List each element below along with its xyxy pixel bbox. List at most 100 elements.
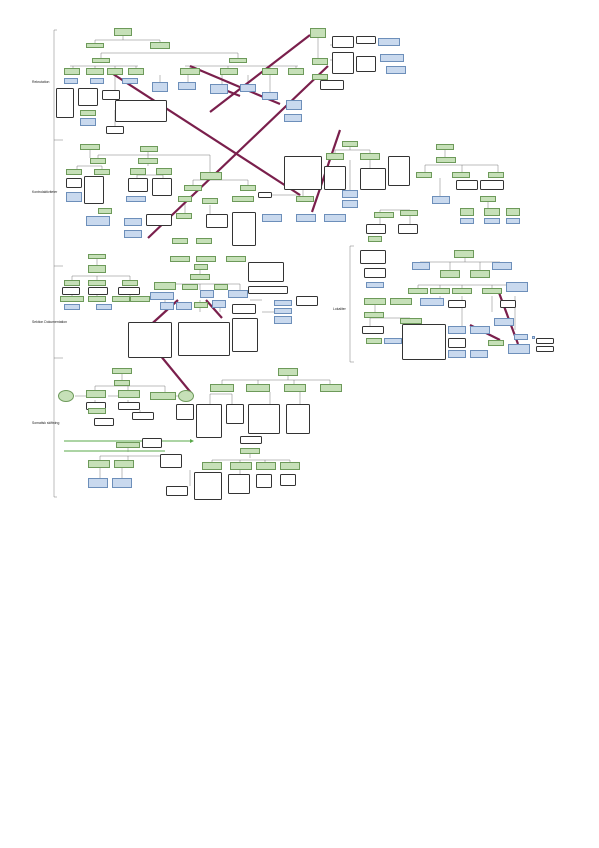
- diagram-node: [160, 454, 182, 468]
- diagram-node: [514, 334, 528, 340]
- diagram-node: [150, 292, 174, 300]
- diagram-node: [470, 350, 488, 358]
- diagram-node: [88, 408, 106, 414]
- diagram-node: [96, 304, 112, 310]
- diagram-node: [296, 214, 316, 222]
- diagram-node: [296, 296, 318, 306]
- diagram-node: [400, 210, 418, 216]
- diagram-node: [280, 462, 300, 470]
- diagram-node: [94, 169, 110, 175]
- diagram-node: [66, 192, 82, 202]
- diagram-node: [448, 338, 466, 348]
- diagram-node: [506, 208, 520, 216]
- diagram-node: [378, 38, 400, 46]
- diagram-node: [430, 288, 450, 294]
- diagram-node: [256, 474, 272, 488]
- section-label-somatisk-skiftning: Somatisk skiftning: [32, 421, 60, 425]
- diagram-node: [284, 114, 302, 122]
- diagram-node: [364, 312, 384, 318]
- diagram-node: [274, 300, 292, 306]
- diagram-node: [124, 218, 142, 226]
- diagram-node: [64, 280, 80, 286]
- diagram-node: [112, 368, 132, 374]
- diagram-node: [64, 68, 80, 75]
- diagram-node: [246, 384, 270, 392]
- diagram-node: [310, 28, 326, 38]
- diagram-node: [440, 270, 460, 278]
- diagram-node: [470, 270, 490, 278]
- diagram-node: [176, 404, 194, 420]
- diagram-node: [58, 390, 74, 402]
- diagram-node: [196, 256, 216, 262]
- diagram-node: [240, 448, 260, 454]
- diagram-node: [248, 286, 288, 294]
- diagram-node: [118, 287, 140, 295]
- diagram-node: [454, 250, 474, 258]
- diagram-node: [278, 368, 298, 376]
- diagram-node: [132, 412, 154, 420]
- diagram-node: [324, 166, 346, 190]
- diagram-node: [166, 486, 188, 496]
- diagram-node: [366, 224, 386, 234]
- diagram-node: [60, 296, 84, 302]
- diagram-node: [176, 302, 192, 310]
- diagram-node: [116, 442, 140, 448]
- diagram-node: [448, 326, 466, 334]
- diagram-node: [150, 392, 176, 400]
- diagram-node: [130, 296, 150, 302]
- diagram-node: [480, 180, 504, 190]
- diagram-node: [194, 264, 208, 270]
- diagram-node: [312, 74, 328, 80]
- diagram-node: [284, 156, 322, 190]
- diagram-node: [140, 146, 158, 152]
- diagram-node: [532, 336, 535, 339]
- diagram-node: [106, 126, 124, 134]
- section-label-kontrolaktiviteter: Kontrolaktiviteter: [32, 190, 58, 194]
- diagram-node: [232, 318, 258, 352]
- diagram-node: [202, 462, 222, 470]
- diagram-node: [380, 54, 404, 62]
- diagram-node: [130, 168, 146, 175]
- diagram-node: [484, 208, 500, 216]
- diagram-node: [536, 346, 554, 352]
- diagram-node: [506, 218, 520, 224]
- diagram-node: [210, 384, 234, 392]
- diagram-node: [78, 88, 98, 106]
- diagram-node: [172, 238, 188, 244]
- diagram-node: [62, 287, 80, 295]
- diagram-node: [274, 308, 292, 314]
- diagram-node: [448, 300, 466, 308]
- diagram-node: [284, 384, 306, 392]
- diagram-node: [356, 56, 376, 72]
- diagram-node: [262, 92, 278, 100]
- diagram-node: [146, 214, 172, 226]
- diagram-node: [98, 208, 112, 214]
- diagram-node: [332, 36, 354, 48]
- diagram-node: [536, 338, 554, 344]
- diagram-node: [176, 213, 192, 219]
- diagram-node: [210, 84, 228, 94]
- diagram-node: [178, 196, 192, 202]
- diagram-node: [200, 290, 214, 298]
- diagram-node: [102, 90, 120, 100]
- diagram-node: [506, 282, 528, 292]
- diagram-node: [94, 418, 114, 426]
- diagram-node: [182, 284, 198, 290]
- diagram-node: [152, 178, 172, 196]
- diagram-node: [229, 58, 247, 63]
- diagram-node: [364, 298, 386, 305]
- diagram-node: [118, 402, 140, 410]
- diagram-node: [312, 58, 328, 65]
- diagram-node: [122, 280, 138, 286]
- diagram-node: [402, 324, 446, 360]
- diagram-node: [180, 68, 200, 75]
- diagram-node: [178, 82, 196, 90]
- diagram-node: [232, 212, 256, 246]
- diagram-node: [342, 141, 358, 147]
- diagram-node: [154, 282, 176, 290]
- diagram-node: [360, 250, 386, 264]
- diagram-node: [226, 256, 246, 262]
- diagram-node: [86, 68, 104, 75]
- diagram-node: [150, 42, 170, 49]
- diagram-node: [384, 338, 402, 344]
